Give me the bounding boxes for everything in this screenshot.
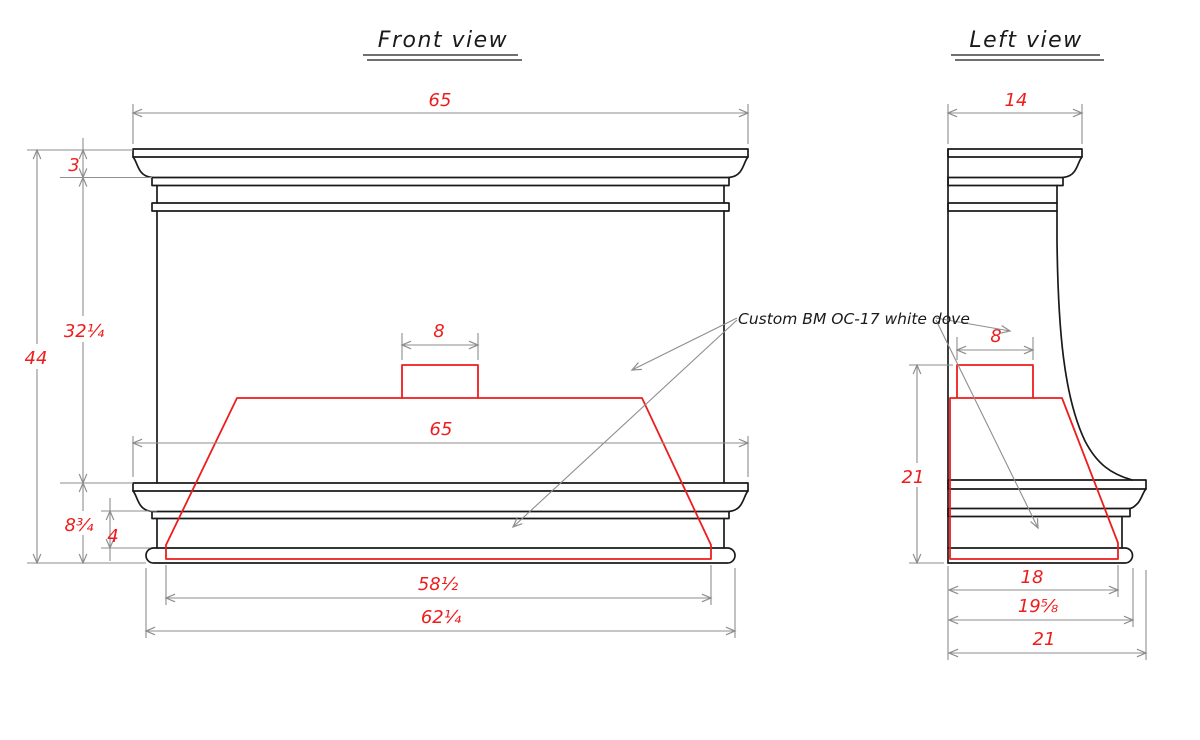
leader-front-lower: [511, 319, 738, 529]
left-bottom-band: [947, 507, 1131, 518]
dim-front-canopy-bottom-width: 58½: [418, 574, 459, 595]
front-44-text-bg: [20, 344, 54, 369]
left-view-title: Left view: [951, 28, 1104, 61]
front-bottom-rail: [145, 547, 736, 564]
front-crown-cove-right: [728, 156, 749, 179]
dim-left-canopy-height: 21: [902, 467, 925, 488]
dim-front-bottom-crown-height: 8¾: [65, 515, 94, 536]
left-vent-outline: [956, 364, 1034, 398]
dim-front-vent-width: 8: [433, 321, 444, 342]
dim-left-lower-crown-depth: 19⅝: [1018, 596, 1059, 617]
left-view-title-text: Left view: [969, 28, 1082, 53]
leader-left-lower: [935, 319, 1039, 530]
dim-front-upper-body-height: 32¼: [64, 321, 105, 342]
front-mid-ext-lines: [132, 436, 749, 477]
left-21v-text-bg: [898, 463, 930, 487]
left-crown-cap: [947, 148, 1083, 158]
dim-front-overall-bottom-width: 62¼: [421, 607, 462, 628]
front-32-text-bg: [64, 316, 104, 342]
left-bottom-rail: [947, 547, 1134, 564]
dim-left-canopy-bottom-depth: 18: [1021, 567, 1044, 588]
front-canopy-outline: [165, 397, 712, 560]
leader-front-upper: [630, 317, 738, 371]
left-view-canopy-red: [949, 364, 1119, 560]
left-view-geometry: [947, 148, 1147, 564]
left-bottom-cove: [1129, 488, 1147, 510]
front-62-ext-lines: [145, 568, 736, 638]
dim-front-crown-height: 3: [68, 155, 79, 176]
front-lower-band-sides: [156, 517, 725, 549]
front-vent-outline: [401, 364, 479, 398]
front-crown-lower-band: [151, 202, 730, 212]
dim-front-canopy-top-width: 65: [430, 419, 453, 440]
front-view-title-text: Front view: [378, 28, 508, 53]
front-bottom-board: [132, 482, 749, 492]
front-crown-neck: [156, 184, 725, 204]
front-view-geometry: [132, 148, 749, 564]
front-view-title: Front view: [363, 28, 522, 61]
front-body-sides: [156, 210, 725, 484]
front-crown-frieze: [151, 176, 730, 187]
left-crown-cove: [1062, 156, 1083, 179]
left-crown-frieze: [947, 176, 1064, 187]
front-bottom-band: [151, 510, 730, 520]
left-canopy-outline: [949, 397, 1119, 560]
front-crown-cap: [132, 148, 749, 158]
dim-front-total-height: 44: [25, 348, 48, 369]
dim-left-overall-depth: 21: [1033, 629, 1056, 650]
front-bottom-cove-left: [132, 490, 153, 513]
finish-annotation: Custom BM OC-17 white dove: [511, 310, 1039, 530]
left-sweep-curve: [1056, 210, 1133, 481]
left-bottom-board: [947, 479, 1147, 490]
dim-front-lower-band-height: 4: [107, 526, 118, 547]
finish-note-text: Custom BM OC-17 white dove: [738, 310, 970, 328]
left-view-dimensions: 14 8 21 18 19⅝ 21: [898, 90, 1148, 660]
front-8-34-text-bg: [60, 511, 98, 535]
left-crown-lower-band: [947, 202, 1058, 212]
dim-left-vent-depth: 8: [990, 326, 1001, 347]
front-view-canopy-red: [165, 364, 712, 560]
front-crown-cove-left: [132, 156, 153, 179]
dim-left-top-depth: 14: [1005, 90, 1028, 111]
front-view-dimensions: 65 65 8 58½ 62¼ 3 32¼ 8¾ 44: [20, 90, 750, 638]
leader-left-upper: [935, 317, 1012, 334]
front-bottom-cove-right: [728, 490, 749, 513]
dim-front-top-width: 65: [429, 90, 452, 111]
